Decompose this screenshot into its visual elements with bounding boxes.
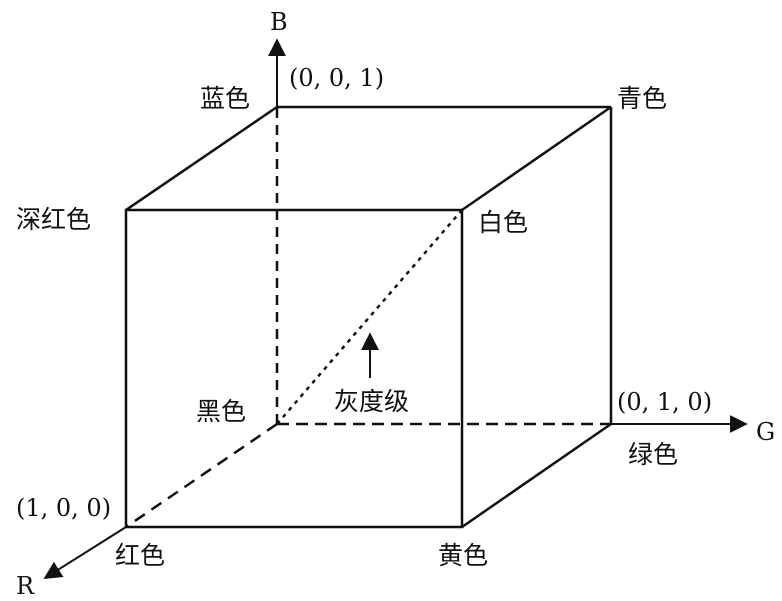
vertex-cyan-label: 青色 <box>617 84 667 113</box>
front-face <box>124 208 464 529</box>
vertex-black-label: 黑色 <box>196 397 246 426</box>
axis-b-label: B <box>270 8 288 36</box>
hidden-edge-black-red <box>125 422 278 529</box>
top-edge-white-cyan <box>461 105 612 212</box>
vertex-magenta-label: 深红色 <box>16 205 91 234</box>
vertex-red-coord: (1, 0, 0) <box>16 494 111 522</box>
vertex-blue-coord: (0, 0, 1) <box>289 64 384 92</box>
bottom-edge-yellow-green <box>461 422 612 529</box>
gray-diagonal <box>276 209 463 425</box>
vertex-blue-label: 蓝色 <box>200 84 250 113</box>
axis-r-label: R <box>16 572 35 600</box>
axis-r-arrow <box>43 526 127 579</box>
vertex-white-label: 白色 <box>478 208 528 237</box>
vertex-yellow-label: 黄色 <box>438 541 488 570</box>
vertex-red-label: 红色 <box>115 541 165 570</box>
axis-g-label: G <box>756 418 775 446</box>
vertex-green-label: 绿色 <box>628 440 678 469</box>
gray-level-label: 灰度级 <box>334 387 409 416</box>
top-edge-magenta-blue <box>125 105 278 212</box>
vertex-green-coord: (0, 1, 0) <box>617 388 712 416</box>
